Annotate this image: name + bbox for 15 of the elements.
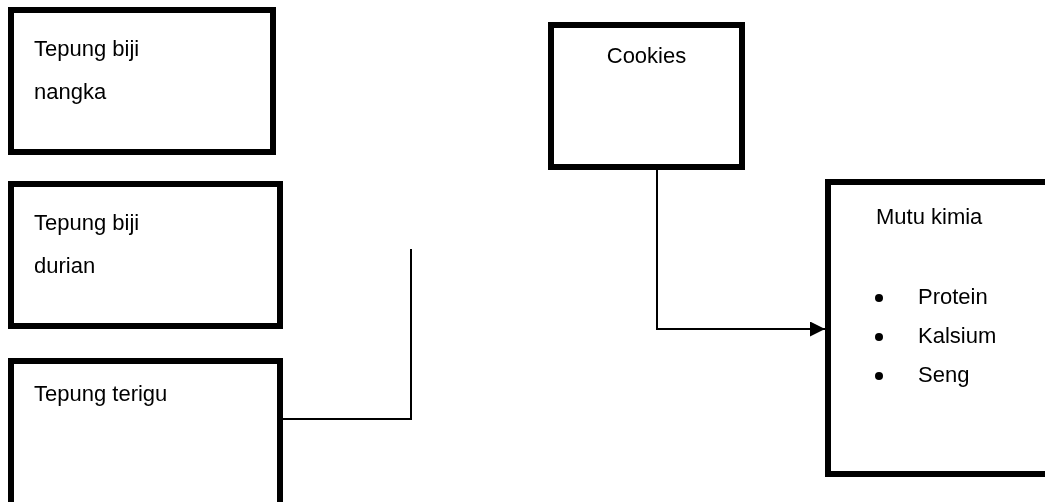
process-box xyxy=(8,358,283,502)
list-item: Protein xyxy=(918,283,988,311)
process-box xyxy=(8,181,283,329)
box-label: Tepung terigu xyxy=(34,380,168,408)
box-label: Tepung biji nangka xyxy=(34,35,141,106)
box-label: Cookies xyxy=(605,42,688,70)
process-box xyxy=(8,7,276,155)
arrow xyxy=(656,169,826,337)
box-label: Mutu kimia xyxy=(876,203,983,231)
box-label: Tepung biji durian xyxy=(34,209,141,280)
process-box xyxy=(825,179,1045,477)
list-item: Kalsium xyxy=(918,322,997,350)
process-box xyxy=(548,22,745,170)
list-item: Seng xyxy=(918,361,970,389)
connector-line xyxy=(282,248,412,420)
